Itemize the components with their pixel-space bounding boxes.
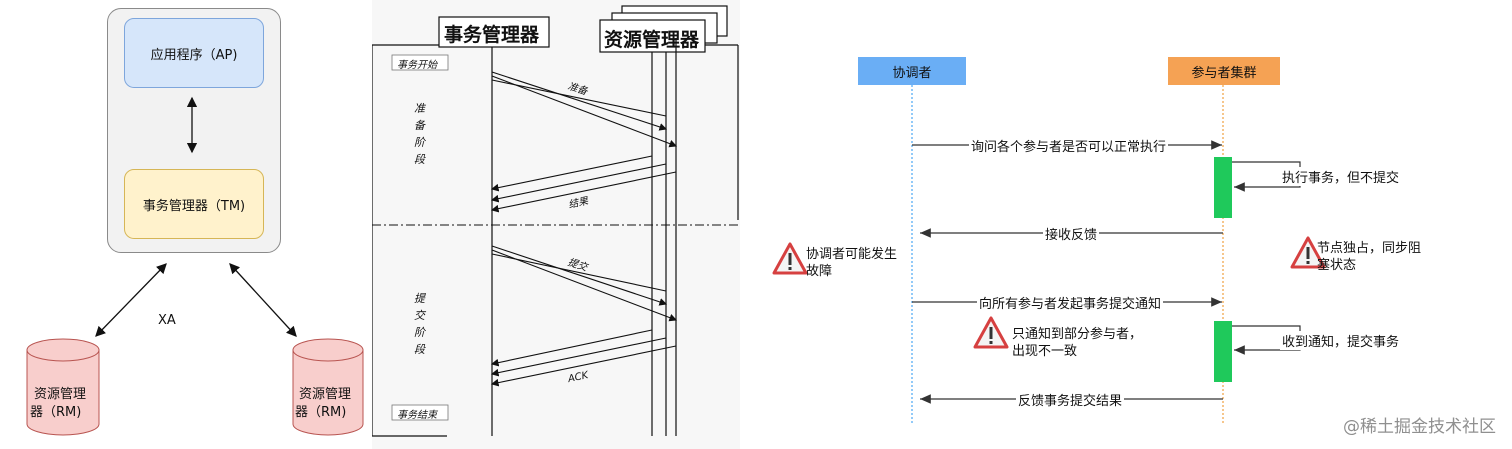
source-watermark: @稀土掘金技术社区 xyxy=(1343,417,1496,437)
commit-arrow-2 xyxy=(491,249,678,322)
participants-label: 参与者集群 xyxy=(1191,65,1257,81)
sequence-issues-panel: 协调者 参与者集群 询问各个参与者是否可以正常执行 执行事务，但 xyxy=(740,0,1512,449)
msg1-label: 询问各个参与者是否可以正常执行 xyxy=(969,136,1169,155)
tm-title: 事务管理器 xyxy=(444,24,540,46)
coordinator-box: 协调者 xyxy=(858,57,966,85)
warning-icon-partial xyxy=(973,316,1009,349)
resource-manager-right-label-2: 器（RM) xyxy=(295,405,347,420)
warn-coord-label-1: 协调者可能发生 xyxy=(806,247,898,262)
ack-arrow-3 xyxy=(490,345,677,387)
self2-label: 收到通知，提交事务 xyxy=(1280,331,1402,350)
result-arrow-2 xyxy=(490,163,667,203)
prepare-arrow-2 xyxy=(491,75,678,148)
warn-coord-label-2: 故障 xyxy=(806,264,833,279)
resource-manager-right-cylinder xyxy=(292,338,364,436)
prepare-arrow-1 xyxy=(491,71,668,131)
commit-arrow-1 xyxy=(491,245,668,306)
participants-box: 参与者集群 xyxy=(1168,57,1280,85)
activation-bar-2 xyxy=(1214,321,1232,382)
left-connectors xyxy=(95,96,297,337)
activation-bar-1 xyxy=(1214,157,1232,218)
rm-title: 资源管理器 xyxy=(604,29,700,51)
tm-rm-right-arrow xyxy=(229,263,297,337)
txn-start-label: 事务开始 xyxy=(397,60,437,71)
application-program-box: 应用程序（AP) xyxy=(124,18,264,88)
xa-architecture-panel: 应用程序（AP) 事务管理器（TM) XA 资源管理 器（RM) 资源管理 器（… xyxy=(0,0,372,449)
transaction-manager-box: 事务管理器（TM) xyxy=(124,169,264,239)
warn-block-label-2: 塞状态 xyxy=(1317,258,1357,273)
transaction-manager-label: 事务管理器（TM) xyxy=(142,198,246,214)
two-phase-sequence xyxy=(372,5,740,437)
ack-arrow-1 xyxy=(490,329,653,367)
ack-arrow-2 xyxy=(490,337,667,377)
resource-manager-left-label-1: 资源管理 xyxy=(34,387,87,402)
warn-partial-label-1: 只通知到部分参与者， xyxy=(1012,327,1143,342)
msg3-label: 向所有参与者发起事务提交通知 xyxy=(977,293,1164,312)
result-arrow-1 xyxy=(490,155,653,192)
resource-manager-left-cylinder xyxy=(26,338,100,436)
warn-partial-label-2: 出现不一致 xyxy=(1012,344,1078,359)
msg2-label: 接收反馈 xyxy=(1043,224,1100,243)
coordinator-label: 协调者 xyxy=(892,65,932,81)
warn-block-label-1: 节点独占，同步阻 xyxy=(1317,241,1422,256)
application-program-label: 应用程序（AP) xyxy=(150,47,238,63)
tm-rm-left-arrow xyxy=(95,263,167,337)
warning-icon-coordinator xyxy=(772,242,808,275)
self1-label: 执行事务，但不提交 xyxy=(1280,167,1402,186)
prepare-phase-label: 准 备 阶 段 xyxy=(414,102,425,166)
resource-manager-left-label-2: 器（RM) xyxy=(30,405,82,420)
resource-manager-right-label-1: 资源管理 xyxy=(299,387,352,402)
two-phase-commit-panel: 事务管理器 资源管理器 事务开始 事务结束 准 备 阶 段 提 交 阶 段 准备… xyxy=(372,0,740,449)
msg4-label: 反馈事务提交结果 xyxy=(1016,390,1125,409)
xa-label: XA xyxy=(158,313,176,328)
commit-phase-label: 提 交 阶 段 xyxy=(414,292,425,356)
sequence-lines xyxy=(772,85,1326,425)
txn-end-label: 事务结束 xyxy=(397,410,437,421)
result-arrow-3 xyxy=(490,171,677,213)
